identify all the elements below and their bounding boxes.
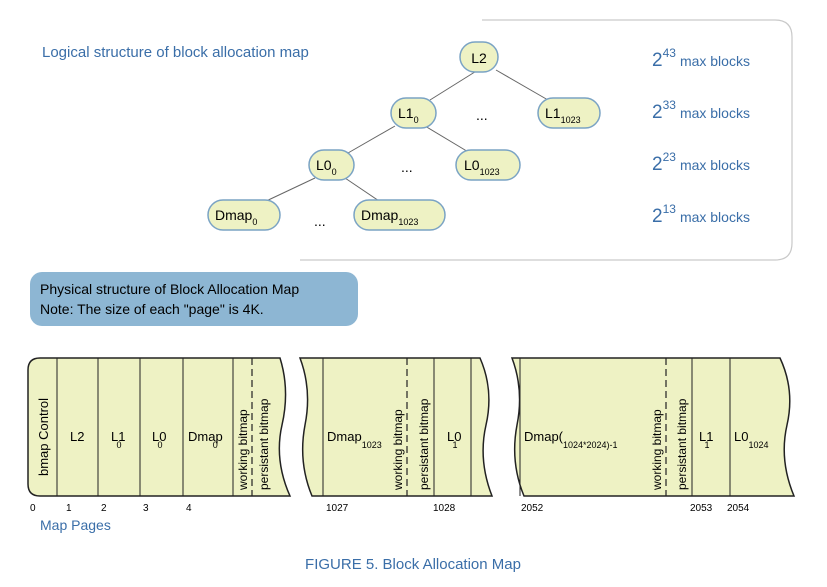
seg3-working: working bitmap bbox=[650, 409, 664, 491]
page-number: 2053 bbox=[690, 503, 713, 514]
seg1-l2: L2 bbox=[70, 429, 84, 444]
map-pages-label: Map Pages bbox=[40, 517, 111, 533]
svg-text:Dmap0: Dmap0 bbox=[215, 207, 257, 227]
figure-caption: FIGURE 5. Block Allocation Map bbox=[305, 556, 521, 573]
seg2-working: working bitmap bbox=[391, 409, 405, 491]
svg-text:L10: L10 bbox=[398, 105, 419, 125]
seg1-working: working bitmap bbox=[236, 409, 250, 491]
svg-text:L00: L00 bbox=[316, 157, 337, 177]
node-l2: L2 bbox=[459, 41, 499, 73]
svg-text:L01023: L01023 bbox=[464, 157, 500, 177]
page-number: 4 bbox=[186, 503, 192, 514]
page-number-labels: 0 1 2 3 4 1027 1028 2052 2053 2054 bbox=[30, 503, 750, 514]
page-number: 1028 bbox=[433, 503, 456, 514]
svg-text:Dmap1023: Dmap1023 bbox=[361, 207, 418, 227]
page-number: 2054 bbox=[727, 503, 750, 514]
node-l1-1023: L11023 bbox=[537, 97, 601, 129]
seg3-persistent: persistant bitmap bbox=[675, 398, 689, 490]
node-l1-0: L10 bbox=[390, 97, 437, 129]
node-dmap-1023: Dmap1023 bbox=[353, 199, 446, 231]
svg-text:L2: L2 bbox=[471, 50, 487, 66]
map-segment-3: Dmap(1024*2024)-1 working bitmap persist… bbox=[510, 357, 796, 497]
ellipsis-dmap: ... bbox=[314, 213, 326, 229]
node-dmap-0: Dmap0 bbox=[207, 199, 281, 231]
seg1-persistent: persistant bitmap bbox=[257, 398, 271, 490]
seg3-dmap: Dmap(1024*2024)-1 bbox=[524, 429, 618, 450]
page-number: 1 bbox=[66, 503, 72, 514]
node-l0-0: L00 bbox=[308, 149, 355, 181]
svg-text:L11023: L11023 bbox=[545, 105, 581, 125]
ellipsis-l0: ... bbox=[401, 159, 413, 175]
physical-note-line2: Note: The size of each "page" is 4K. bbox=[40, 301, 264, 317]
seg1-control-label: bmap Control bbox=[36, 398, 51, 476]
page-number: 2 bbox=[101, 503, 107, 514]
node-l0-1023: L01023 bbox=[455, 149, 521, 181]
seg2-persistent: persistant bitmap bbox=[417, 398, 431, 490]
capacity-panel bbox=[300, 19, 793, 261]
ellipsis-l1: ... bbox=[476, 107, 488, 123]
page-number: 1027 bbox=[326, 503, 349, 514]
physical-note-line1: Physical structure of Block Allocation M… bbox=[40, 281, 299, 297]
map-segment-2: Dmap1023 working bitmap persistant bitma… bbox=[298, 357, 494, 497]
page-number: 2052 bbox=[521, 503, 544, 514]
page-number: 0 bbox=[30, 503, 36, 514]
physical-note-box: Physical structure of Block Allocation M… bbox=[30, 272, 358, 326]
tree-edges bbox=[261, 69, 549, 204]
seg2-dmap: Dmap1023 bbox=[327, 429, 382, 450]
seg3-l0: L01024 bbox=[734, 429, 769, 450]
page-number: 3 bbox=[143, 503, 149, 514]
logical-title: Logical structure of block allocation ma… bbox=[42, 44, 309, 61]
